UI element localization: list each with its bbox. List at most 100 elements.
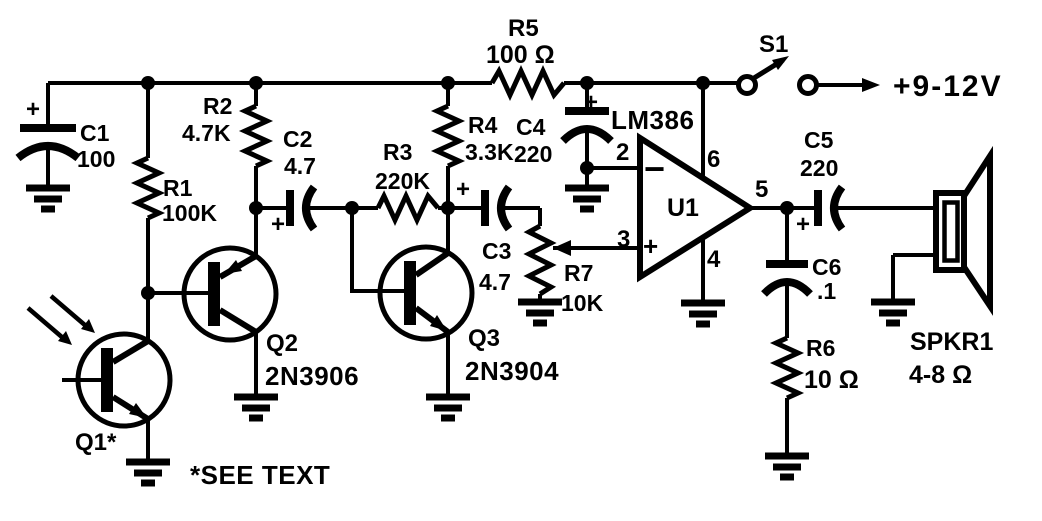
r3-value-label: 220K [375, 168, 430, 194]
resistor-r3: R3 220K [375, 139, 440, 227]
transistor-q3: Q3 2N3904 [377, 244, 559, 386]
r6-ref-label: R6 [806, 335, 835, 361]
r1-value-label: 100K [162, 200, 217, 226]
junction-dot [249, 76, 263, 90]
c6-ref-label: C6 [812, 254, 841, 280]
c5-ref-label: C5 [804, 127, 834, 153]
emitter-arrowhead [224, 260, 242, 274]
junction-dot [780, 201, 794, 215]
transistor-base-bar [404, 261, 416, 325]
transistor-circle [377, 244, 475, 342]
resistor-body [375, 189, 440, 227]
power-label: +9-12V [893, 70, 1003, 103]
junction-dot [441, 76, 455, 90]
transistor-circle [181, 245, 279, 343]
switch-terminal [797, 74, 819, 96]
transistor-base-bar [208, 262, 220, 326]
ground-symbol-speaker [871, 298, 915, 327]
r4-value-label: 3.3K [465, 139, 514, 165]
junction-dots [141, 76, 794, 300]
resistor-body [769, 335, 805, 401]
power-terminal: +9-12V [862, 70, 1003, 103]
light-arrow [49, 294, 88, 328]
potentiometer-r7: R7 10K [523, 223, 604, 316]
junction-dot [141, 286, 155, 300]
wiper-arrowhead [553, 240, 571, 256]
resistor-body [489, 64, 566, 102]
capacitor-c1: + C1 100 [15, 96, 115, 172]
q1-ref-label: Q1* [75, 429, 117, 456]
c4-value-label: 220 [514, 141, 552, 167]
c6-value-label: .1 [817, 278, 836, 304]
resistor-r4: R4 3.3K [430, 103, 514, 169]
u1-pin2-label: 2 [616, 139, 629, 166]
phototransistor-q1: Q1* [26, 294, 173, 456]
switch-terminal [736, 74, 758, 96]
ground-symbol-c4 [565, 184, 609, 213]
u1-pin5-label: 5 [755, 176, 768, 203]
s1-ref-label: S1 [759, 31, 788, 58]
c1-value-label: 100 [77, 146, 115, 172]
r3-ref-label: R3 [383, 139, 412, 165]
r4-ref-label: R4 [468, 112, 498, 138]
opamp-u1: LM386 U1 2 6 5 3 4 − + [611, 105, 768, 283]
junction-dot [441, 201, 455, 215]
u1-pin6-label: 6 [707, 146, 720, 173]
junction-dot [345, 201, 359, 215]
u1-pin3-label: 3 [617, 226, 630, 253]
r7-ref-label: R7 [564, 260, 593, 286]
c4-ref-label: C4 [516, 114, 546, 140]
see-text-note: *SEE TEXT [190, 460, 330, 490]
u1-inverting-input-sign: − [644, 148, 665, 189]
resistor-r5: R5 100 Ω [486, 15, 566, 102]
capacitor-c5: + C5 220 [796, 127, 846, 238]
switch-blade-arrowhead [772, 56, 789, 70]
c2-polarity: + [271, 211, 285, 238]
emitter-arrowhead [129, 403, 147, 418]
resistor-body [238, 103, 274, 169]
r5-ref-label: R5 [508, 15, 539, 42]
q3-ref-label: Q3 [468, 325, 500, 352]
switch-s1: S1 [736, 31, 819, 96]
ground-symbol-u1-pin4 [681, 299, 725, 328]
transistor-base-bar [101, 348, 113, 412]
ground-symbol-q1 [126, 458, 170, 487]
resistor-body [523, 223, 557, 297]
q2-ref-label: Q2 [266, 330, 298, 357]
c1-polarity: + [26, 96, 40, 123]
c5-polarity: + [796, 211, 810, 238]
cap-plate-curved [761, 278, 813, 297]
r1-ref-label: R1 [163, 175, 193, 201]
ground-symbol-q2 [234, 393, 278, 422]
c1-ref-label: C1 [80, 120, 110, 146]
cap-plate-curved [497, 184, 513, 232]
q2-part-label: 2N3906 [265, 361, 359, 391]
r5-value-label: 100 Ω [486, 41, 555, 69]
emitter-arrowhead [430, 315, 447, 331]
junction-dot [580, 161, 594, 175]
cap-plate-curved [302, 184, 318, 232]
speaker-inner-frame [942, 200, 960, 263]
u1-noninverting-input-sign: + [643, 231, 658, 261]
c4-polarity: + [584, 89, 598, 116]
capacitor-c2: + C2 4.7 [271, 126, 318, 238]
r6-value-label: 10 Ω [804, 366, 859, 394]
transistor-circle [75, 331, 173, 429]
r2-ref-label: R2 [203, 93, 232, 119]
light-arrowhead [81, 319, 95, 333]
collector-lead [218, 307, 258, 335]
cap-plate-curved [560, 125, 614, 144]
ground-symbol-q3 [426, 393, 470, 422]
c3-ref-label: C3 [482, 238, 511, 264]
speaker-cone [961, 145, 993, 316]
resistor-body [430, 103, 466, 169]
c5-value-label: 220 [800, 155, 838, 181]
c2-value-label: 4.7 [284, 153, 316, 179]
junction-dot [696, 76, 710, 90]
light-arrowhead [58, 331, 72, 345]
u1-pin4-label: 4 [707, 246, 721, 273]
cap-plate-curved [830, 184, 846, 232]
collector-lead [414, 250, 450, 278]
